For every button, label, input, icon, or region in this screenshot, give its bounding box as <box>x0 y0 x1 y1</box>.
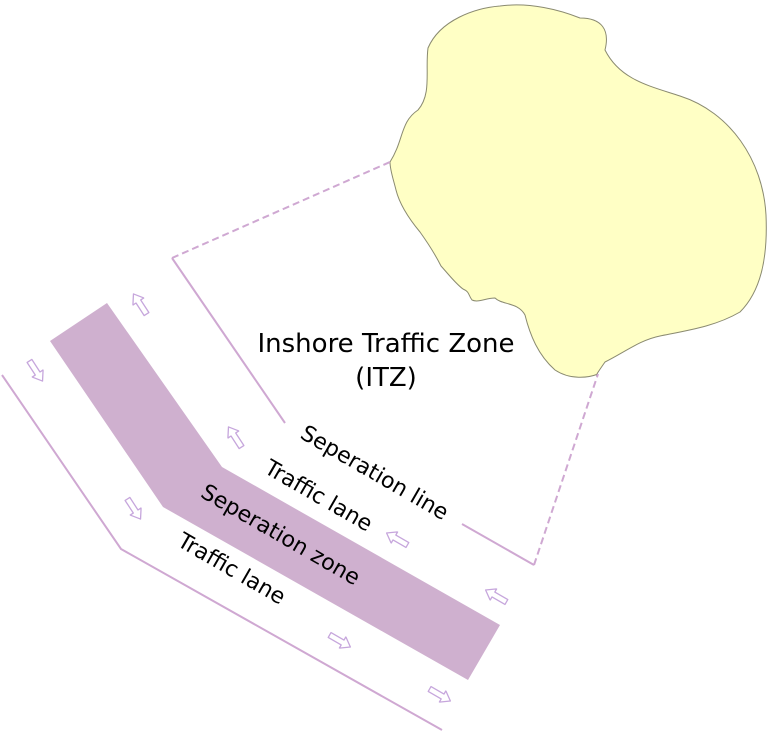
itz-dashed-boundary-top <box>171 161 391 259</box>
hollow-arrow-icon <box>121 494 147 524</box>
itz-left-boundary <box>171 257 286 424</box>
hollow-arrow-icon <box>23 356 49 386</box>
itz-label-line1: Inshore Traffic Zone <box>257 329 514 359</box>
separation-zone-area <box>50 303 500 680</box>
hollow-arrow-icon <box>325 628 355 654</box>
outer-lane-boundary <box>1 374 443 731</box>
hollow-arrow-icon <box>127 289 153 319</box>
hollow-arrow-icon <box>425 682 455 708</box>
hollow-arrow-icon <box>382 526 412 552</box>
itz-boundary <box>171 161 599 566</box>
hollow-arrow-icon <box>222 422 248 452</box>
hollow-arrow-icon <box>481 583 511 609</box>
itz-dashed-boundary-right <box>533 373 599 566</box>
itz-label-line2: (ITZ) <box>355 363 417 393</box>
separation-line <box>461 523 535 566</box>
land-mass <box>389 4 767 378</box>
